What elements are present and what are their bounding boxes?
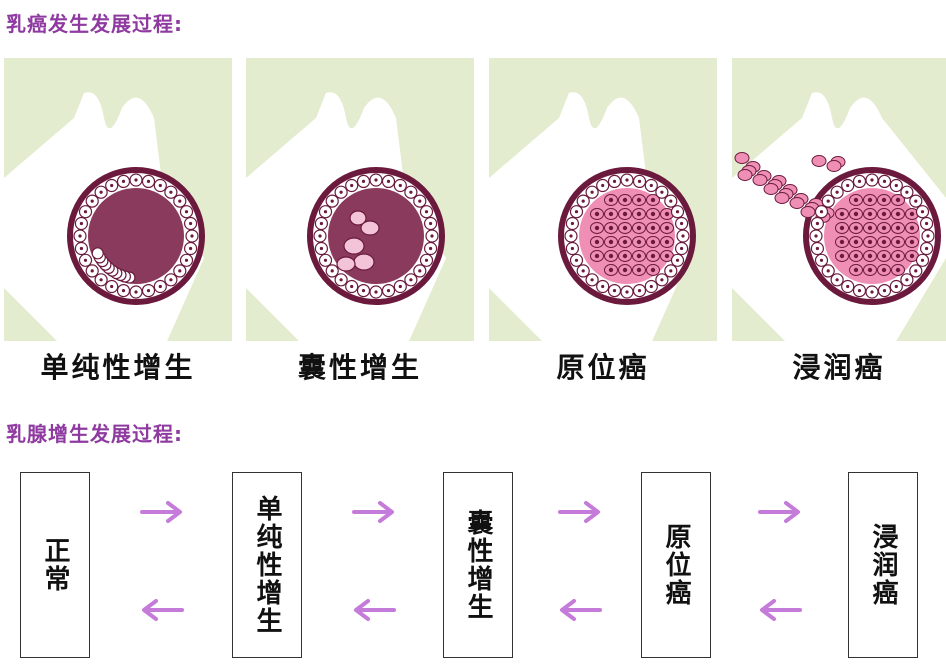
duct-illustration-insitu [489,92,696,341]
duct-illustration-simple [4,92,205,341]
arrow-left-icon [350,598,398,622]
stage-label-simple: 单纯性增生 [252,495,282,635]
duct-illustration-cystic [246,92,446,341]
duct-illustration-invasive [732,92,946,341]
panel-cystic-hyperplasia [246,58,474,341]
arrow-left-icon [756,598,804,622]
arrow-right-icon [350,500,398,524]
panel-invasive-carcinoma [732,58,946,341]
stage-box-insitu: 原位癌 [641,472,711,658]
stage-box-simple: 单纯性增生 [232,472,302,658]
panel-label-invasive: 浸润癌 [792,351,886,384]
stage-label-cystic: 囊性增生 [463,509,493,621]
stage-label-normal: 正常 [40,537,70,593]
arrow-right-icon [756,500,804,524]
panel-label-cystic: 囊性增生 [297,351,422,384]
panel-label-insitu: 原位癌 [556,351,650,384]
arrow-left-icon [556,598,604,622]
arrow-right-icon [556,500,604,524]
arrow-right-icon [138,500,186,524]
panel-simple-hyperplasia [4,58,232,341]
stage-label-insitu: 原位癌 [661,523,691,607]
panel-label-simple: 单纯性增生 [40,351,196,384]
arrow-left-icon [138,598,186,622]
section-title-hyperplasia: 乳腺增生发展过程: [6,422,183,446]
stage-box-invasive: 浸润癌 [848,472,918,658]
stage-box-cystic: 囊性增生 [443,472,513,658]
panel-carcinoma-in-situ [489,58,717,341]
section-title-breast-cancer: 乳癌发生发展过程: [6,12,183,36]
stage-label-invasive: 浸润癌 [868,523,898,607]
stage-box-normal: 正常 [20,472,90,658]
